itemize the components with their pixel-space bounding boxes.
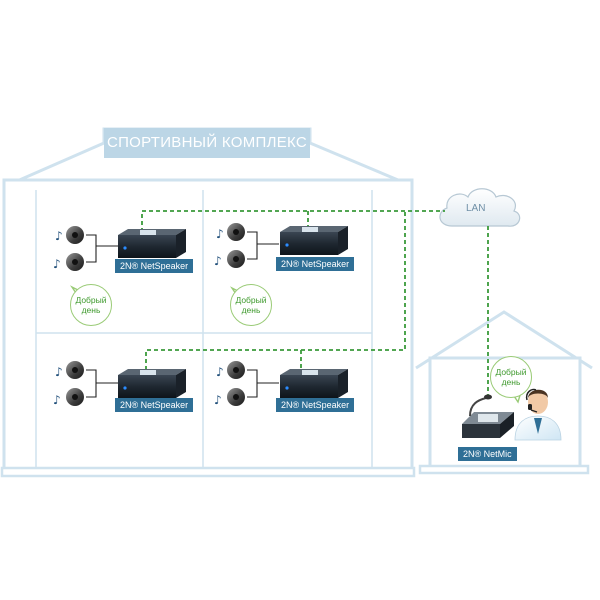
link-upper bbox=[141, 210, 445, 232]
greeting-line1: Добрый bbox=[495, 367, 527, 377]
svg-text:♪: ♪ bbox=[55, 365, 63, 379]
netspeaker-label-bottom-left: 2N® NetSpeaker bbox=[115, 398, 194, 412]
greeting-line2: день bbox=[241, 305, 261, 315]
svg-text:♪: ♪ bbox=[53, 393, 61, 407]
greeting-line1: Добрый bbox=[235, 295, 267, 305]
sports-complex-building bbox=[0, 127, 416, 478]
link-lower bbox=[145, 211, 406, 370]
speaker-group-top-right bbox=[227, 223, 279, 268]
lan-label: LAN bbox=[466, 203, 486, 214]
greeting-bubble-top-right: Добрый день bbox=[230, 284, 272, 326]
network-links bbox=[141, 210, 489, 398]
svg-text:♪: ♪ bbox=[214, 393, 222, 407]
netspeaker-label-top-left: 2N® NetSpeaker bbox=[115, 259, 194, 273]
netspeaker-device-top-left bbox=[118, 229, 186, 258]
greeting-bubble-operator: Добрый день bbox=[490, 356, 532, 398]
netspeaker-label-top-right: 2N® NetSpeaker bbox=[276, 257, 355, 271]
svg-text:♪: ♪ bbox=[216, 227, 224, 241]
svg-text:♪: ♪ bbox=[53, 257, 61, 271]
lan-cloud-icon bbox=[439, 188, 521, 227]
netspeaker-device-top-right bbox=[280, 226, 348, 255]
greeting-line2: день bbox=[81, 305, 101, 315]
svg-text:♪: ♪ bbox=[55, 229, 63, 243]
netspeaker-device-bottom-left bbox=[118, 369, 186, 398]
netspeaker-device-bottom-right bbox=[280, 369, 348, 398]
svg-text:♪: ♪ bbox=[216, 365, 224, 379]
netmic-device bbox=[462, 394, 514, 438]
netspeaker-label-bottom-right: 2N® NetSpeaker bbox=[276, 398, 355, 412]
music-note-icons: ♪ ♪ ♪ ♪ ♪ ♪ ♪ ♪ bbox=[53, 227, 224, 407]
greeting-bubble-top-left: Добрый день bbox=[70, 284, 112, 326]
operator-person-icon bbox=[514, 388, 562, 441]
svg-text:♪: ♪ bbox=[214, 254, 222, 268]
building-title-banner: СПОРТИВНЫЙ КОМПЛЕКС bbox=[104, 128, 310, 158]
netmic-label: 2N® NetMic bbox=[458, 447, 517, 461]
greeting-line1: Добрый bbox=[75, 295, 107, 305]
greeting-line2: день bbox=[501, 377, 521, 387]
speaker-group-top-left bbox=[66, 226, 118, 271]
speaker-group-bottom-right bbox=[227, 361, 279, 406]
speaker-group-bottom-left bbox=[66, 361, 118, 406]
